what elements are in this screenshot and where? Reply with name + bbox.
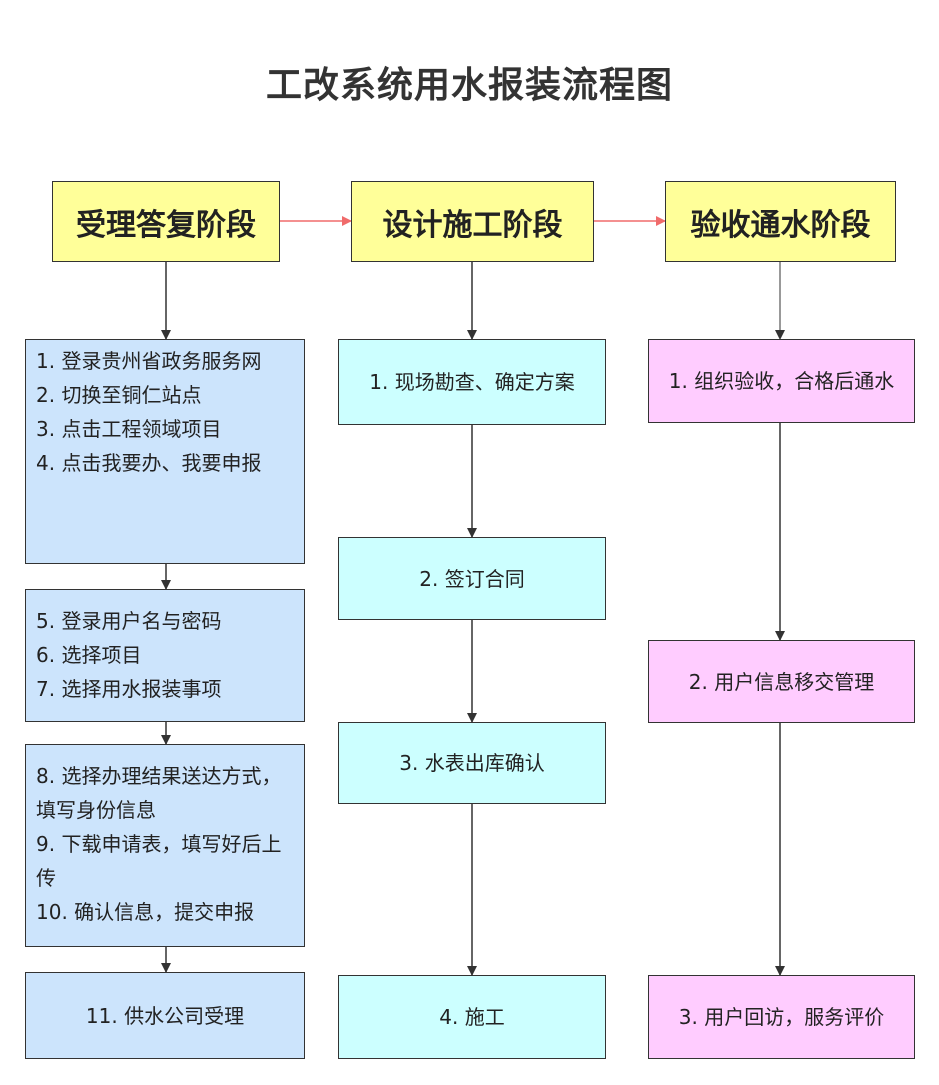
step-text: 9. 下载申请表，填写好后上传 <box>36 832 282 890</box>
step-text: 3. 用户回访，服务评价 <box>678 1005 885 1029</box>
step-text: 4. 点击我要办、我要申报 <box>36 451 262 475</box>
step-text: 10. 确认信息，提交申报 <box>36 900 255 924</box>
step-box-meter-confirm: 3. 水表出库确认 <box>338 722 606 804</box>
step-text: 1. 现场勘查、确定方案 <box>369 370 575 394</box>
phase-design-construction-label: 设计施工阶段 <box>382 207 563 243</box>
step-text: 2. 用户信息移交管理 <box>688 669 875 694</box>
step-box-submit-application: 8. 选择办理结果送达方式，填写身份信息 9. 下载申请表，填写好后上传 10.… <box>25 744 305 947</box>
step-text: 6. 选择项目 <box>36 643 142 667</box>
step-text: 1. 登录贵州省政务服务网 <box>36 349 262 373</box>
step-box-site-survey: 1. 现场勘查、确定方案 <box>338 339 606 425</box>
step-box-user-feedback: 3. 用户回访，服务评价 <box>648 975 915 1059</box>
step-text: 11. 供水公司受理 <box>85 1003 245 1028</box>
step-box-user-info-handover: 2. 用户信息移交管理 <box>648 640 915 723</box>
phase-design-construction: 设计施工阶段 <box>351 181 594 262</box>
step-text: 1. 组织验收，合格后通水 <box>668 369 895 393</box>
step-text: 7. 选择用水报装事项 <box>36 677 222 701</box>
step-box-sign-contract: 2. 签订合同 <box>338 537 606 620</box>
step-text: 5. 登录用户名与密码 <box>36 609 222 633</box>
diagram-title: 工改系统用水报装流程图 <box>265 65 673 106</box>
step-text: 4. 施工 <box>439 1005 505 1029</box>
step-box-login-user: 5. 登录用户名与密码 6. 选择项目 7. 选择用水报装事项 <box>25 589 305 722</box>
phase-acceptance-water-supply-label: 验收通水阶段 <box>690 207 871 243</box>
step-text: 3. 水表出库确认 <box>399 751 545 775</box>
step-text: 3. 点击工程领域项目 <box>36 417 222 441</box>
step-box-water-company-accept: 11. 供水公司受理 <box>25 972 305 1059</box>
step-text: 2. 签订合同 <box>419 566 525 591</box>
phase-acceptance: 受理答复阶段 <box>52 181 280 262</box>
phase-acceptance-water-supply: 验收通水阶段 <box>665 181 896 262</box>
step-text: 2. 切换至铜仁站点 <box>36 383 202 407</box>
step-box-login-gov: 1. 登录贵州省政务服务网 2. 切换至铜仁站点 3. 点击工程领域项目 4. … <box>25 339 305 564</box>
phase-acceptance-label: 受理答复阶段 <box>76 207 256 243</box>
step-box-construction: 4. 施工 <box>338 975 606 1059</box>
step-box-inspection: 1. 组织验收，合格后通水 <box>648 339 915 423</box>
step-text: 8. 选择办理结果送达方式，填写身份信息 <box>36 764 282 822</box>
